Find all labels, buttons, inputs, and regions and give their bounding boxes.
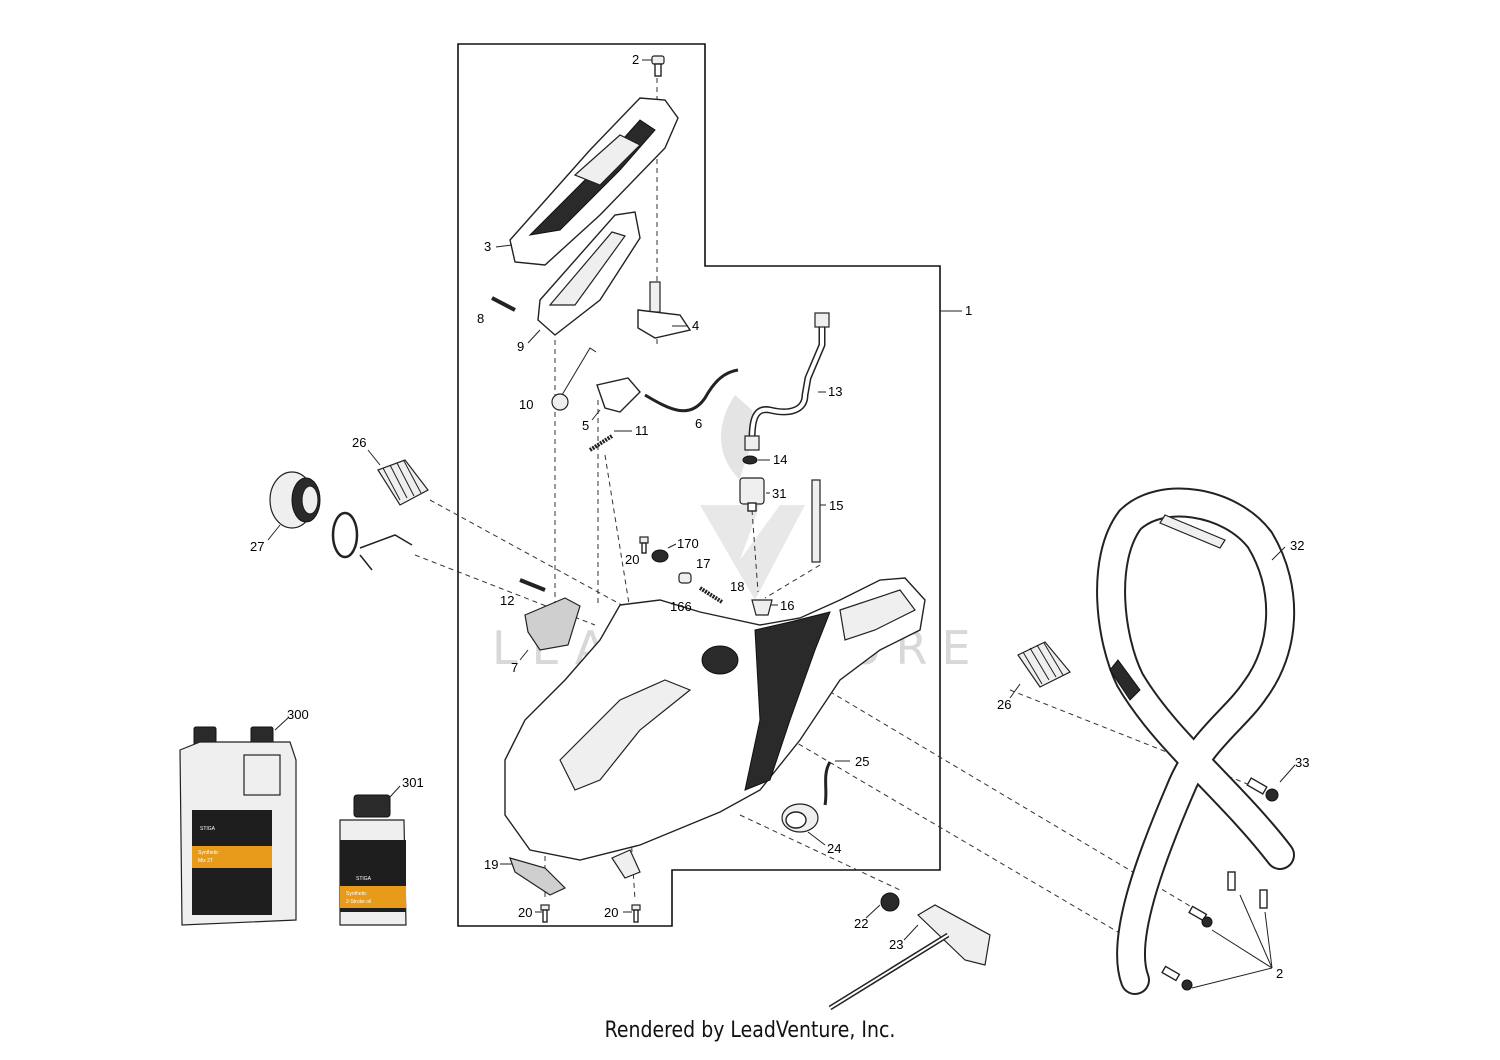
nut-part-22[interactable] (880, 892, 900, 912)
damper-spring-part-26-left[interactable] (377, 459, 429, 506)
spring-part-11[interactable] (588, 434, 614, 452)
trigger-part-5[interactable] (596, 377, 641, 413)
callout-14: 14 (773, 452, 787, 467)
callout-2-top: 2 (632, 52, 639, 67)
callout-301: 301 (402, 775, 424, 790)
callout-26-right: 26 (997, 697, 1011, 712)
fuel-filter-part-31[interactable] (739, 477, 765, 512)
callout-16: 16 (780, 598, 794, 613)
damper-spring-part-26-right[interactable] (1017, 641, 1071, 688)
callout-2-right: 2 (1276, 966, 1283, 981)
spring-part-10[interactable] (551, 347, 597, 411)
callout-24: 24 (827, 841, 841, 856)
callout-31: 31 (772, 486, 786, 501)
callout-13: 13 (828, 384, 842, 399)
screw-part-20-bottom-left[interactable] (540, 904, 550, 923)
assembly-boundary (457, 43, 941, 927)
large-bottle-line1: Synthetic (198, 850, 219, 856)
callout-9: 9 (517, 339, 524, 354)
large-bottle-line2: Mix 2T (198, 858, 213, 864)
callout-32: 32 (1290, 538, 1304, 553)
callout-27: 27 (250, 539, 264, 554)
callout-22: 22 (854, 916, 868, 931)
callout-26-left: 26 (352, 435, 366, 450)
callout-25: 25 (855, 754, 869, 769)
screws-part-2-right[interactable] (1161, 871, 1268, 991)
fuel-line-part-13[interactable] (744, 312, 830, 451)
callout-labels: 2 3 1 4 8 9 13 10 5 6 11 14 31 15 26 27 … (250, 52, 1309, 981)
tube-part-15[interactable] (811, 479, 821, 563)
large-bottle-brand: STIGA (200, 826, 216, 832)
callout-20-bottom-right: 20 (604, 905, 618, 920)
callout-1: 1 (965, 303, 972, 318)
callout-20-bottom-left: 20 (518, 905, 532, 920)
primer-bulb-part-24[interactable] (781, 803, 819, 833)
callout-18: 18 (730, 579, 744, 594)
callout-17: 17 (696, 556, 710, 571)
small-bottle-line1: Synthetic (346, 891, 367, 897)
clip-part-14[interactable] (742, 455, 758, 465)
callout-23: 23 (889, 937, 903, 952)
callout-12: 12 (500, 593, 514, 608)
leader-lines (267, 59, 1296, 989)
pin-part-12[interactable] (519, 578, 546, 592)
callout-170: 170 (677, 536, 699, 551)
grommet-part-16[interactable] (751, 599, 773, 616)
handle-cover-part-3[interactable] (509, 97, 679, 266)
callout-5: 5 (582, 418, 589, 433)
screw-part-20-mid[interactable] (639, 536, 649, 554)
callout-7: 7 (511, 660, 518, 675)
lever-part-170[interactable] (651, 549, 669, 563)
pin-part-8[interactable] (491, 296, 516, 312)
cover-part-7[interactable] (524, 597, 581, 651)
callout-8: 8 (477, 311, 484, 326)
combination-wrench-part-23[interactable] (828, 904, 991, 1011)
oil-bottle-large-part-300[interactable]: STIGA Synthetic Mix 2T (179, 726, 297, 926)
callout-20-mid: 20 (625, 552, 639, 567)
callout-4: 4 (692, 318, 699, 333)
hose-part-25[interactable] (823, 761, 832, 806)
throttle-lever-part-4[interactable] (637, 281, 692, 339)
callout-11: 11 (635, 423, 649, 438)
callout-19: 19 (484, 857, 498, 872)
small-bottle-line2: 2-Stroke oil (346, 899, 371, 905)
spring-part-18[interactable] (698, 586, 724, 604)
callout-300: 300 (287, 707, 309, 722)
fuel-cap-part-27[interactable] (269, 471, 413, 571)
main-housing[interactable] (504, 577, 926, 861)
front-handle-part-32[interactable] (1096, 487, 1296, 995)
small-bottle-brand: STIGA (356, 876, 372, 882)
callout-166: 166 (670, 599, 692, 614)
screw-part-20-bottom-right[interactable] (631, 904, 641, 923)
bracket-part-19[interactable] (509, 857, 567, 896)
callout-15: 15 (829, 498, 843, 513)
clip-bottom[interactable] (611, 849, 641, 879)
oil-bottle-small-part-301[interactable]: STIGA Synthetic 2-Stroke oil (339, 794, 407, 926)
callout-3: 3 (484, 239, 491, 254)
callout-33: 33 (1295, 755, 1309, 770)
screw-part-2-top[interactable] (651, 55, 665, 77)
callout-10: 10 (519, 397, 533, 412)
footer-credit: Rendered by LeadVenture, Inc. (604, 1018, 896, 1043)
handle-grip-part-9[interactable] (537, 211, 641, 336)
callout-6: 6 (695, 416, 702, 431)
stop-wire-part-6[interactable] (644, 368, 739, 413)
bolt-part-33[interactable] (1246, 777, 1279, 802)
bushing-part-17[interactable] (678, 572, 692, 584)
